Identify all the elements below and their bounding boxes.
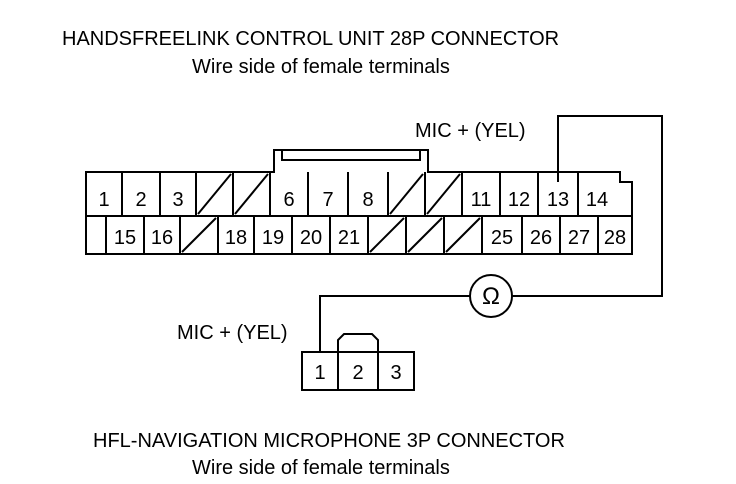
empty-cavity-slash bbox=[407, 217, 443, 253]
empty-cavity-slash bbox=[389, 173, 424, 215]
top-pin-25: 25 bbox=[491, 227, 513, 249]
bottom-pin-2: 2 bbox=[352, 362, 363, 384]
top-pin-16: 16 bbox=[151, 227, 173, 249]
top-pin-7: 7 bbox=[322, 189, 333, 211]
top-pin-18: 18 bbox=[225, 227, 247, 249]
top-pin-15: 15 bbox=[114, 227, 136, 249]
empty-cavity-slash bbox=[445, 217, 481, 253]
top-wire bbox=[512, 115, 663, 297]
top-pin-6: 6 bbox=[283, 189, 294, 211]
ohmmeter-circle bbox=[469, 274, 513, 318]
ohmmeter-icon: Ω bbox=[469, 274, 513, 318]
test-wiring: Ω bbox=[319, 115, 663, 352]
top-pin-26: 26 bbox=[530, 227, 552, 249]
bottom-pin-1: 1 bbox=[314, 362, 325, 384]
bottom-connector: 1 2 3 bbox=[301, 333, 415, 391]
top-pin-3: 3 bbox=[172, 189, 183, 211]
bottom-connector-tab bbox=[337, 333, 379, 354]
top-pin-27: 27 bbox=[568, 227, 590, 249]
empty-cavity-slash bbox=[234, 173, 269, 215]
empty-cavity-slash bbox=[426, 173, 461, 215]
bottom-connector-subtitle: Wire side of female terminals bbox=[192, 457, 450, 479]
bottom-connector-housing bbox=[301, 351, 415, 391]
top-pin-12: 12 bbox=[508, 189, 530, 211]
top-pin-19: 19 bbox=[262, 227, 284, 249]
ohmmeter-symbol: Ω bbox=[482, 283, 500, 310]
top-pin-14: 14 bbox=[586, 189, 608, 211]
top-connector-housing bbox=[85, 149, 633, 255]
bottom-pin-3: 3 bbox=[390, 362, 401, 384]
top-wire-label: MIC + (YEL) bbox=[415, 120, 526, 142]
top-connector-title: HANDSFREELINK CONTROL UNIT 28P CONNECTOR bbox=[62, 28, 560, 50]
empty-cavity-slash bbox=[197, 173, 232, 215]
top-pin-28: 28 bbox=[604, 227, 626, 249]
top-pin-13: 13 bbox=[547, 189, 569, 211]
empty-cavity-slash bbox=[369, 217, 405, 253]
top-connector-row2: 15 16 18 19 20 21 25 26 27 28 bbox=[105, 216, 626, 254]
top-pin-1: 1 bbox=[98, 189, 109, 211]
top-pin-2: 2 bbox=[135, 189, 146, 211]
bottom-wire bbox=[319, 295, 470, 352]
top-pin-11: 11 bbox=[471, 189, 492, 211]
top-connector-subtitle: Wire side of female terminals bbox=[192, 56, 450, 78]
top-pin-8: 8 bbox=[362, 189, 373, 211]
bottom-wire-label: MIC + (YEL) bbox=[177, 322, 288, 344]
bottom-connector-title: HFL-NAVIGATION MICROPHONE 3P CONNECTOR bbox=[93, 430, 565, 452]
top-pin-21: 21 bbox=[338, 227, 360, 249]
top-connector-lock bbox=[281, 149, 421, 161]
top-pin-20: 20 bbox=[300, 227, 322, 249]
empty-cavity-slash bbox=[181, 217, 217, 253]
